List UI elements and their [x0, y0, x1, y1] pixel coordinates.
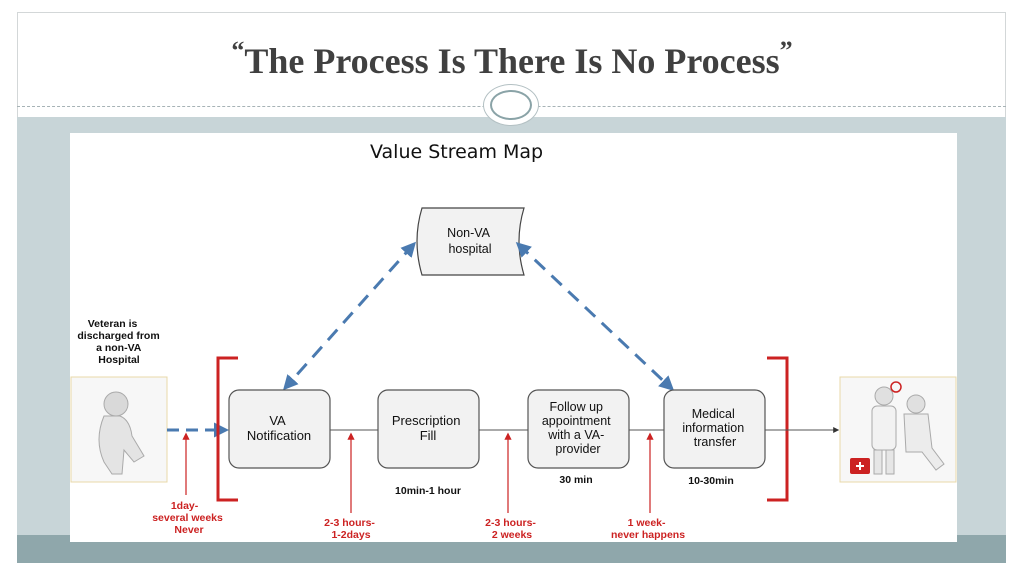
svg-text:Non-VA hospital: Non-VA hospital — [447, 226, 493, 256]
right-bracket — [767, 356, 789, 502]
transfer-time: 10-30min — [688, 475, 734, 487]
prescription-time: 10min-1 hour — [395, 485, 461, 497]
process-step-notification: VA Notification — [228, 389, 331, 469]
hospital-label-line: Non-VA — [447, 226, 491, 240]
svg-text:VA Notification: VA Notification — [247, 413, 311, 443]
wait-label-4: 1 week- never happens — [611, 517, 685, 541]
process-step-prescription: Prescription Fill — [377, 389, 480, 469]
followup-time: 30 min — [559, 474, 592, 486]
ornament-circle — [483, 84, 539, 126]
hospital-label-line: hospital — [448, 242, 491, 256]
hospital-node: Non-VA hospital — [416, 207, 525, 276]
hospital-to-notification-arrow — [282, 241, 417, 391]
svg-text:Medical information: Medical information transfer — [682, 407, 747, 449]
doctor-icon — [839, 376, 957, 483]
slide-title: “The Process Is There Is No Process” — [231, 36, 793, 81]
wait-label-1: 1day- several weeks Never — [152, 500, 226, 536]
process-step-transfer: Medical information transfer — [663, 389, 766, 469]
veteran-icon — [70, 376, 168, 483]
hospital-to-transfer-arrow — [515, 241, 675, 392]
veteran-caption: Veteran is discharged from a non-VA Hosp… — [77, 318, 162, 366]
wait-label-3: 2-3 hours- 2 weeks — [485, 517, 539, 541]
process-step-followup: Follow up appointment with a VA- provide… — [527, 389, 630, 469]
svg-text:Follow up appointment: Follow up appointment with a VA- provide… — [542, 400, 614, 456]
svg-text:Prescription Fill: Prescription Fill — [392, 413, 464, 443]
wait-label-2: 2-3 hours- 1-2days — [324, 517, 378, 541]
left-bracket — [216, 356, 238, 502]
diagram-heading: Value Stream Map — [370, 141, 543, 163]
